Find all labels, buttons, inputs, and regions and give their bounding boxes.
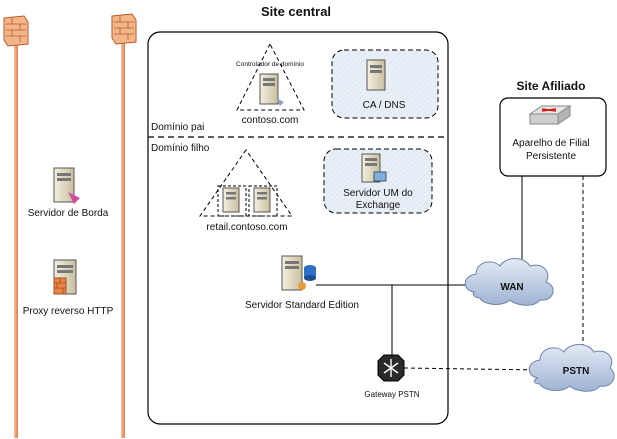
central-site-box — [147, 31, 449, 425]
firewall-right — [111, 13, 137, 438]
link-gateway-pstn — [403, 367, 541, 371]
um-server-label-1: Servidor UM do — [343, 188, 413, 199]
um-server-label-2: Exchange — [356, 200, 401, 211]
branch-appliance-label-1: Aparelho de Filial — [512, 138, 589, 149]
central-site-title: Site central — [261, 4, 331, 19]
server-icon — [222, 187, 240, 213]
domain-controller-caption: Controlador de domínio — [236, 61, 304, 68]
parent-domain-triangle — [236, 42, 305, 111]
child-server-box-1 — [217, 185, 247, 217]
branch-appliance-label-2: Persistente — [526, 151, 576, 162]
firewall-icon — [111, 13, 137, 45]
standard-server-label: Servidor Standard Edition — [245, 300, 359, 311]
router-icon — [528, 105, 572, 125]
child-domain-name: retail.contoso.com — [206, 222, 287, 233]
parent-domain-name: contoso.com — [242, 115, 299, 126]
parent-domain-label: Domínio pai — [151, 122, 204, 133]
branch-site-title: Site Afiliado — [517, 79, 586, 93]
child-domain-label: Domínio filho — [151, 143, 210, 154]
branch-site-box — [499, 97, 607, 177]
wan-cloud-label: WAN — [500, 282, 523, 293]
server-icon — [53, 259, 77, 295]
server-icon — [366, 59, 386, 91]
reverse-proxy-label: Proxy reverso HTTP — [23, 306, 114, 317]
child-server-box-2 — [248, 185, 278, 217]
ca-dns-label: CA / DNS — [363, 100, 406, 111]
firewall-icon — [3, 15, 29, 47]
cloud-icon — [528, 344, 615, 392]
edge-server-label: Servidor de Borda — [28, 208, 109, 219]
server-icon — [259, 73, 284, 106]
server-icon — [361, 153, 387, 183]
server-icon — [281, 255, 316, 291]
pstn-cloud-label: PSTN — [563, 366, 590, 377]
gateway-icon — [377, 354, 405, 382]
pstn-gateway-label: Gateway PSTN — [364, 390, 419, 399]
cloud-icon — [464, 258, 554, 306]
server-icon — [53, 167, 80, 204]
firewall-left — [3, 15, 29, 438]
server-icon — [253, 187, 271, 213]
